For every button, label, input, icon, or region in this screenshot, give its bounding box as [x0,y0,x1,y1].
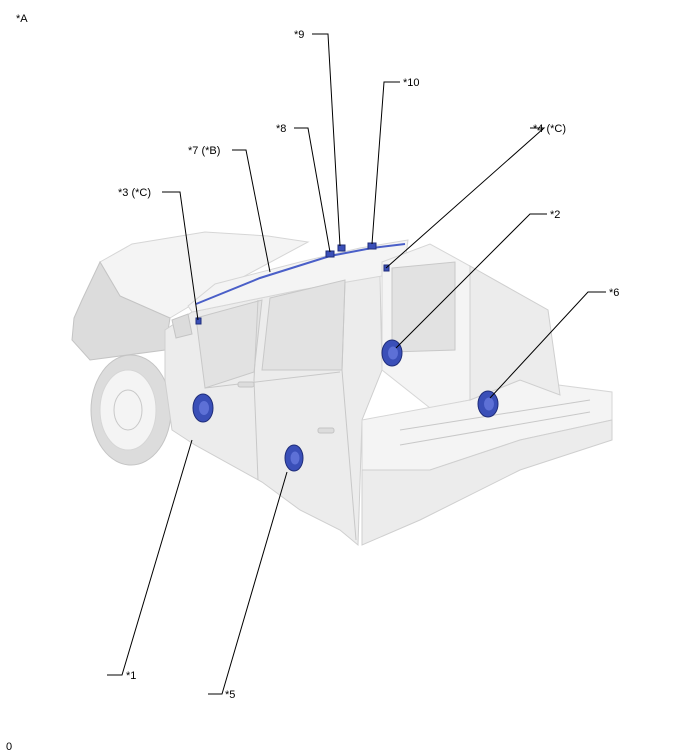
callout-5: *5 [225,689,235,701]
figure-code: 0 [6,741,12,753]
callout-1: *1 [126,670,136,682]
callout-6: *6 [609,287,619,299]
vehicle-body [71,231,613,547]
roof [187,239,409,313]
callout-4: *4 (*C) [533,123,566,135]
front-wheel [90,354,172,466]
callout-9: *9 [294,29,304,41]
callout-8: *8 [276,123,286,135]
callout-10: *10 [403,77,420,89]
callout-labels: *1 *5 *3 (*C) *7 (*B) *8 *9 *10 *4 (*C) … [118,29,619,701]
speaker-2 [381,339,403,367]
side-mirror [171,313,193,339]
leader-lines [107,33,606,695]
callout-3: *3 (*C) [118,187,151,199]
callout-7: *7 (*B) [188,145,220,157]
rear-door-speaker [284,444,304,472]
connector-9 [337,244,346,252]
speaker-6 [477,390,499,418]
front-door-speaker [192,393,214,423]
tweeter-front [195,317,202,325]
callout-2: *2 [550,209,560,221]
view-label: *A [16,13,28,25]
